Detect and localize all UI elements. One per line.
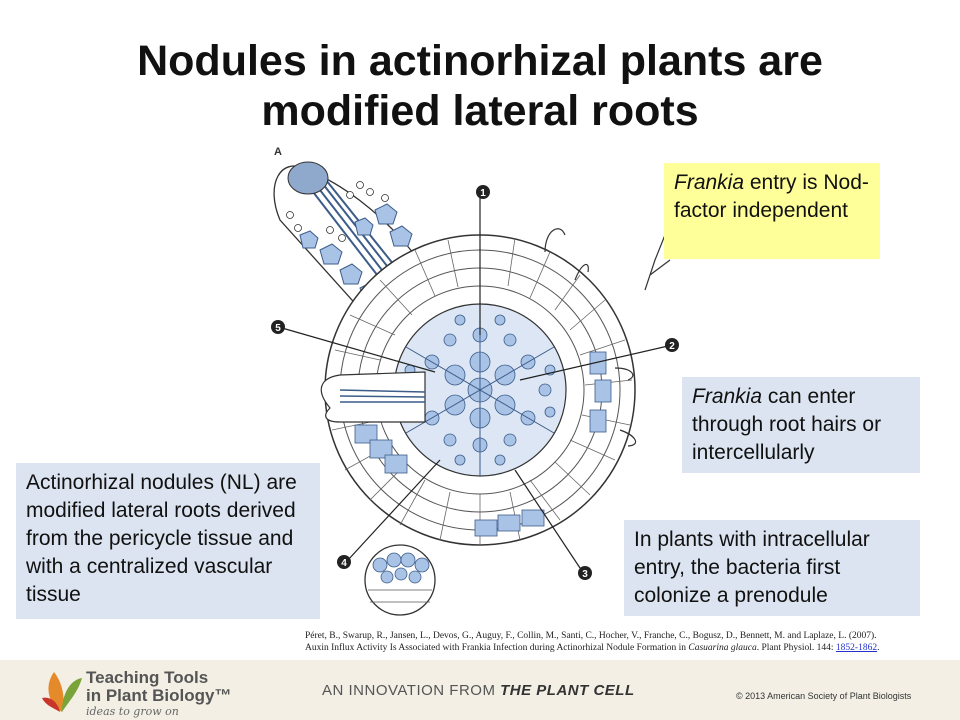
marker-5: 5 xyxy=(271,320,285,334)
citation-end: . xyxy=(877,643,879,653)
marker-3-label: 3 xyxy=(582,569,588,580)
callout-actinorhizal-nodules: Actinorhizal nodules (NL) are modified l… xyxy=(16,463,320,619)
lateral-root xyxy=(321,372,425,422)
slide-title: Nodules in actinorhizal plants are modif… xyxy=(0,36,960,136)
marker-2-label: 2 xyxy=(669,341,675,352)
callout-enter-italic: Frankia xyxy=(692,385,762,408)
marker-5-label: 5 xyxy=(275,323,281,334)
marker-2: 2 xyxy=(665,338,679,352)
marker-4: 4 xyxy=(337,555,351,569)
marker-1: 1 xyxy=(476,185,490,199)
title-line-2: modified lateral roots xyxy=(0,86,960,136)
title-line-1: Nodules in actinorhizal plants are xyxy=(0,36,960,86)
callout-intracellular-entry: In plants with intracellular entry, the … xyxy=(624,520,920,616)
citation-pages-link[interactable]: 1852-1862 xyxy=(836,643,877,653)
innovation-text: AN INNOVATION FROM THE PLANT CELL xyxy=(322,682,635,699)
callout-entry-italic: Frankia xyxy=(674,171,744,194)
citation-line-2: Auxin Influx Activity Is Associated with… xyxy=(305,642,955,654)
callout-intracellular-text: In plants with intracellular entry, the … xyxy=(634,528,870,607)
footer-bar: Teaching Tools in Plant Biology™ ideas t… xyxy=(0,660,960,720)
citation: Péret, B., Swarup, R., Jansen, L., Devos… xyxy=(305,630,955,654)
citation-text-b: . Plant Physiol. 144: xyxy=(757,643,836,653)
callout-frankia-entry: Frankia entry is Nod-factor independent xyxy=(664,163,880,259)
detail-inset xyxy=(365,545,435,615)
callout-nodules-text: Actinorhizal nodules (NL) are modified l… xyxy=(26,471,297,606)
citation-species: Casuarina glauca xyxy=(688,643,756,653)
innovation-brand: THE PLANT CELL xyxy=(500,682,635,699)
citation-line-1: Péret, B., Swarup, R., Jansen, L., Devos… xyxy=(305,630,955,642)
logo-line-2: in Plant Biology™ xyxy=(86,686,231,706)
marker-4-label: 4 xyxy=(341,558,347,569)
innovation-prefix: AN INNOVATION FROM xyxy=(322,682,500,699)
callout-frankia-enter: Frankia can enter through root hairs or … xyxy=(682,377,920,473)
leaf-logo-icon xyxy=(40,664,84,716)
marker-3: 3 xyxy=(578,566,592,580)
copyright-text: © 2013 American Society of Plant Biologi… xyxy=(736,691,911,701)
logo-line-1: Teaching Tools xyxy=(86,668,208,688)
logo-tagline: ideas to grow on xyxy=(86,705,179,718)
citation-text-a: Auxin Influx Activity Is Associated with… xyxy=(305,643,688,653)
marker-1-label: 1 xyxy=(480,188,486,199)
